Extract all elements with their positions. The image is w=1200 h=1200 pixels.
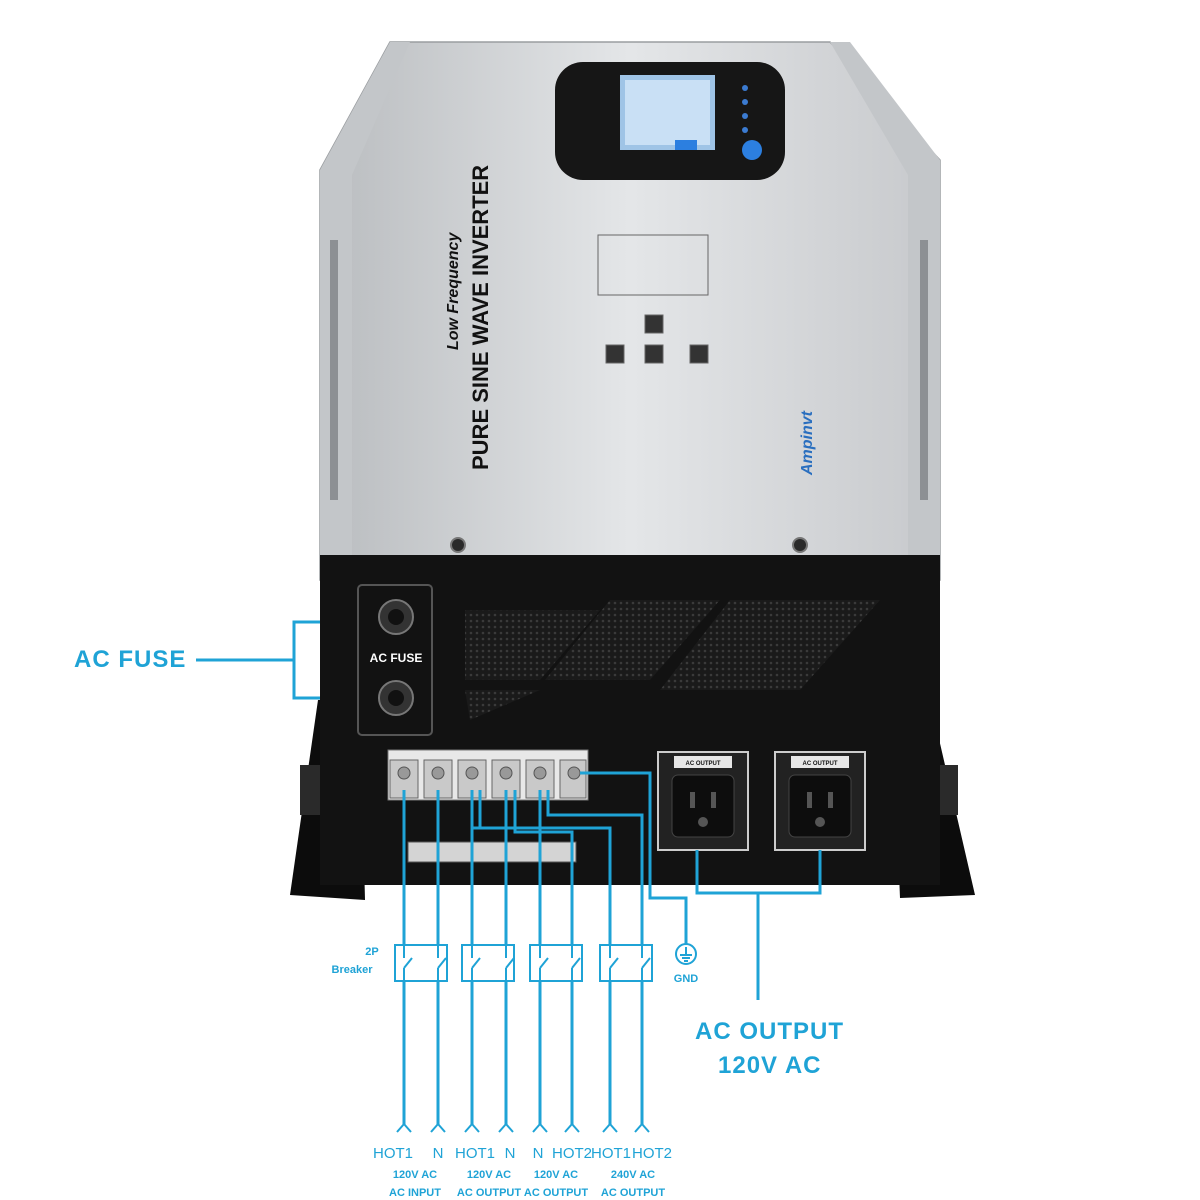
wire-label: HOT1	[455, 1145, 495, 1162]
wire-labels: HOT1 N HOT1 N N HOT2 HOT1 HOT2	[373, 1145, 672, 1162]
ac-fuse-panel: AC FUSE	[357, 584, 433, 736]
ac-outlet-2: AC OUTPUT	[774, 751, 866, 851]
gnd-label: GND	[674, 973, 699, 985]
ground-wire	[580, 771, 688, 945]
group-role: AC OUTPUT	[601, 1187, 665, 1199]
wire-label: N	[505, 1145, 516, 1162]
ac-outlet-1: AC OUTPUT	[657, 751, 749, 851]
group-voltage: 120V AC	[393, 1169, 437, 1181]
control-panel	[555, 62, 785, 180]
breaker-switch-icons	[403, 945, 651, 981]
device-title: PURE SINE WAVE INVERTER	[468, 165, 493, 470]
group-role: AC OUTPUT	[524, 1187, 588, 1199]
wire-label: N	[533, 1145, 544, 1162]
vent-grille	[465, 600, 880, 720]
terminal-block	[387, 749, 589, 863]
wire-label: N	[433, 1145, 444, 1162]
outlet-label: AC OUTPUT	[686, 761, 721, 767]
breaker-4	[599, 944, 653, 982]
outlet-label: AC OUTPUT	[803, 761, 838, 767]
ac-fuse-callout: AC FUSE	[74, 646, 187, 673]
breaker-3	[529, 944, 583, 982]
fuse-bracket	[292, 620, 320, 700]
brand-logo: Ampinvt	[799, 410, 816, 476]
wire-label: HOT2	[632, 1145, 672, 1162]
group-role: AC INPUT	[389, 1187, 441, 1199]
spec-label	[597, 234, 709, 364]
fuse-panel-label: AC FUSE	[370, 651, 423, 665]
brand-group: Ampinvt	[799, 410, 816, 476]
inverter-housing-top	[319, 41, 941, 581]
device-title-group: PURE SINE WAVE INVERTER Low Frequency	[445, 165, 493, 470]
wire-label: HOT1	[591, 1145, 631, 1162]
wire-label: HOT2	[552, 1145, 592, 1162]
group-labels: 120V AC AC INPUT 120V AC AC OUTPUT 120V …	[389, 1169, 665, 1199]
power-button-icon	[742, 140, 762, 160]
wire-label: HOT1	[373, 1145, 413, 1162]
device-subtitle: Low Frequency	[445, 232, 462, 350]
breaker-1	[394, 944, 448, 982]
ground-icon	[675, 943, 697, 965]
ac-output-callout: AC OUTPUT	[695, 1018, 844, 1045]
group-voltage: 120V AC	[467, 1169, 511, 1181]
ac-output-voltage-callout: 120V AC	[718, 1052, 822, 1079]
group-voltage: 120V AC	[534, 1169, 578, 1181]
wire-end-icons	[396, 1122, 650, 1133]
group-role: AC OUTPUT	[457, 1187, 521, 1199]
group-voltage: 240V AC	[611, 1169, 655, 1181]
